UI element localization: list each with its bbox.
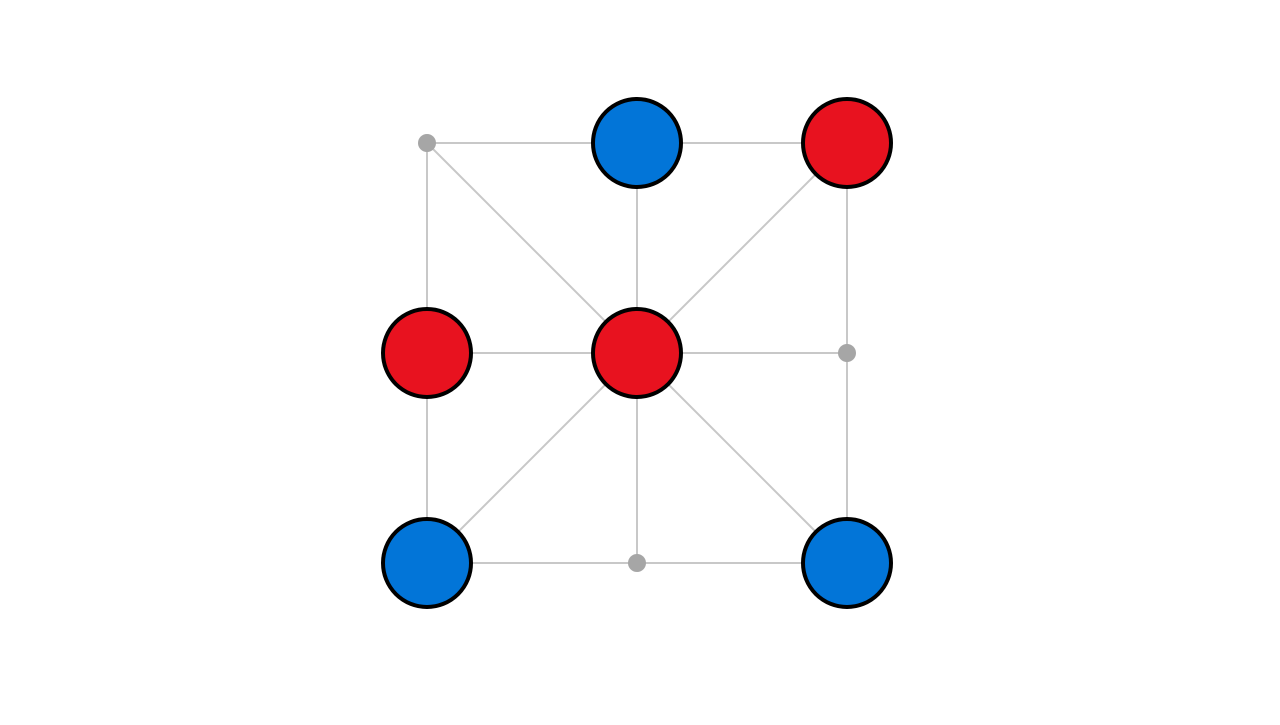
empty-point-marker [628,554,646,572]
blue-piece[interactable] [591,97,683,189]
board-point-r3c3[interactable] [801,517,893,609]
board-point-r3c1[interactable] [381,517,473,609]
empty-point-marker [418,134,436,152]
board-point-r2c1[interactable] [381,307,473,399]
empty-point-marker [838,344,856,362]
board-point-r1c1[interactable] [383,99,471,187]
red-piece[interactable] [801,97,893,189]
blue-piece[interactable] [381,517,473,609]
board-point-r1c3[interactable] [801,97,893,189]
red-piece[interactable] [381,307,473,399]
board-points [381,97,893,609]
board-point-r2c3[interactable] [803,309,891,397]
blue-piece[interactable] [801,517,893,609]
board-point-r1c2[interactable] [591,97,683,189]
board-point-r2c2[interactable] [591,307,683,399]
board-point-r3c2[interactable] [593,519,681,607]
red-piece[interactable] [591,307,683,399]
